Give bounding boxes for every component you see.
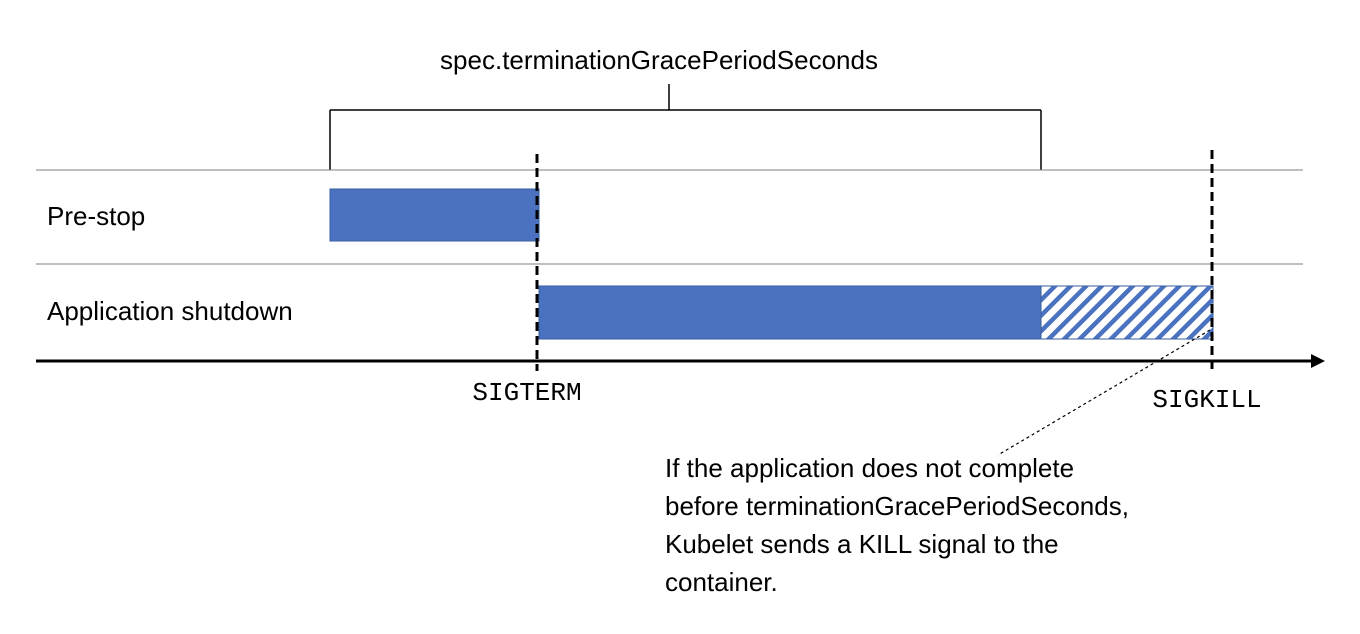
callout-line-4: container. <box>665 567 778 597</box>
grace-period-bracket <box>329 84 1042 170</box>
callout-line-2: before terminationGracePeriodSeconds, <box>665 491 1129 521</box>
callout-annotation: If the application does not complete bef… <box>665 453 1129 597</box>
row-label-pre-stop: Pre-stop <box>47 201 145 231</box>
bracket-label: spec.terminationGracePeriodSeconds <box>440 45 878 75</box>
sigkill-label: SIGKILL <box>1152 385 1261 415</box>
application-overrun-hatched-bar <box>1040 285 1214 340</box>
time-axis <box>36 354 1325 368</box>
pre-stop-bar <box>329 188 540 242</box>
application-shutdown-bar <box>538 285 1042 340</box>
callout-line-3: Kubelet sends a KILL signal to the <box>665 529 1059 559</box>
callout-line-1: If the application does not complete <box>665 453 1074 483</box>
callout-leader-line <box>997 329 1211 456</box>
row-label-application-shutdown: Application shutdown <box>47 296 293 326</box>
sigterm-label: SIGTERM <box>472 378 581 408</box>
